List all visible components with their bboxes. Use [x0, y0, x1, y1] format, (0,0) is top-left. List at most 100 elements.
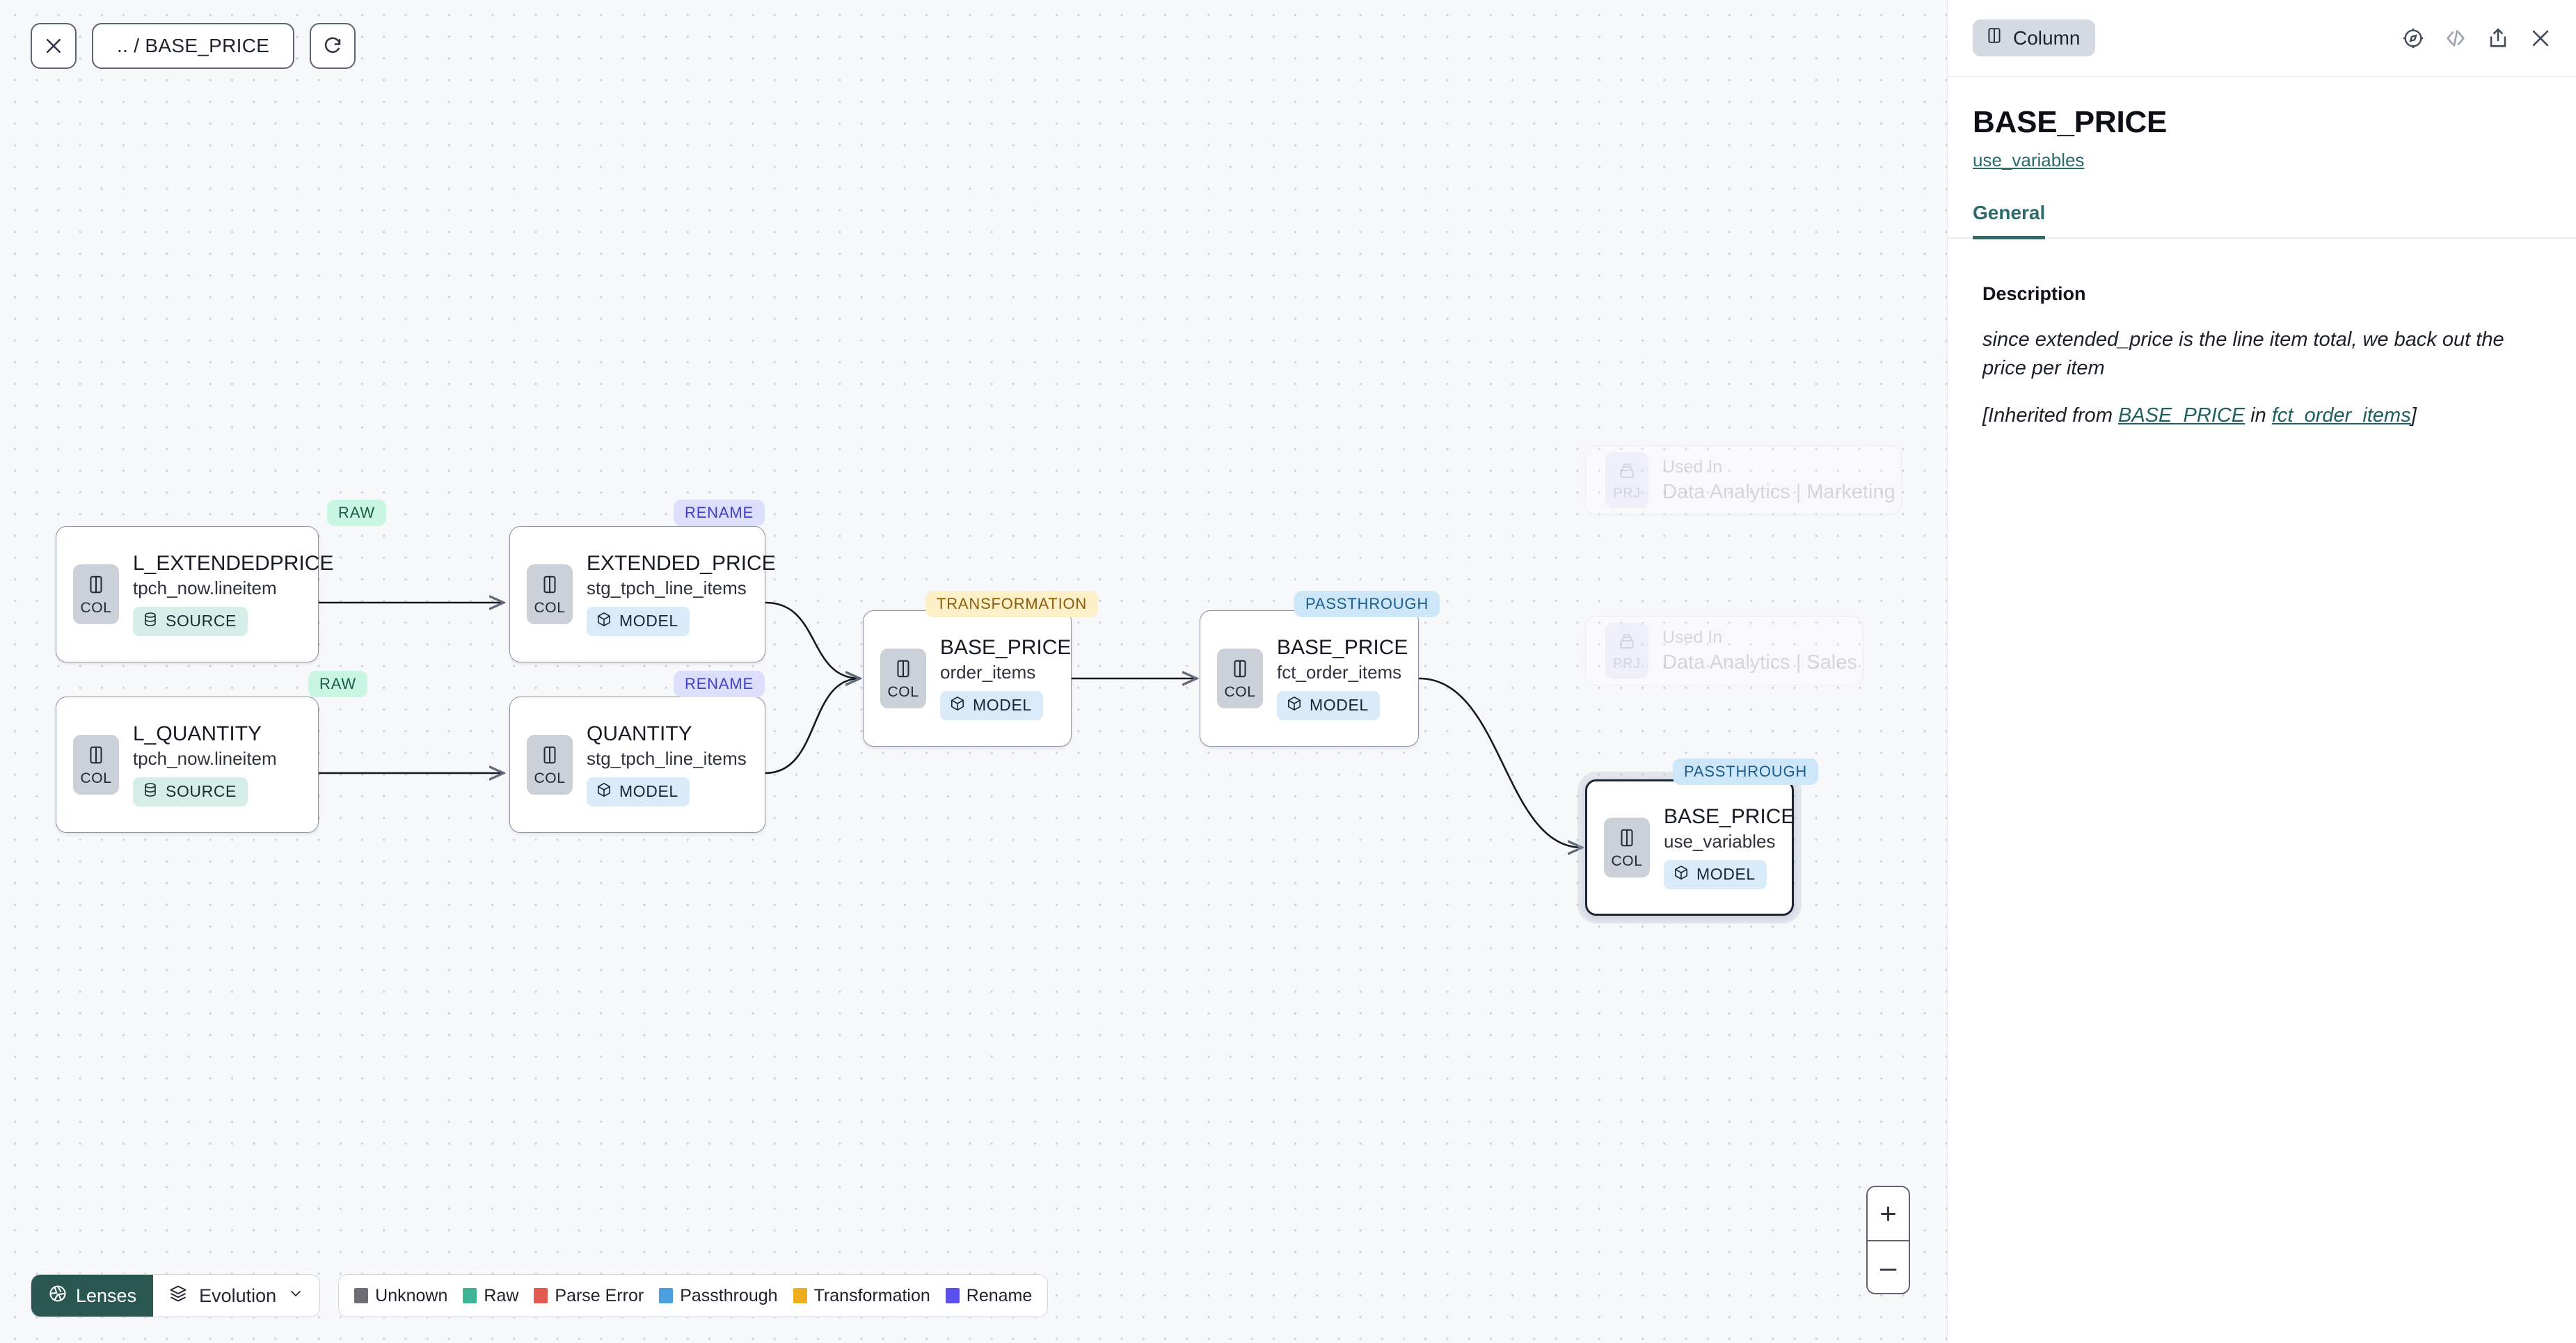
- legend-item[interactable]: Unknown: [354, 1286, 447, 1306]
- database-icon: [142, 611, 159, 632]
- lineage-legend: Unknown Raw Parse Error Passthrough Transfor…: [338, 1274, 1049, 1317]
- cube-icon: [1673, 864, 1689, 885]
- used-in-label: Used In: [1662, 456, 1723, 477]
- zoom-controls: + –: [1866, 1186, 1910, 1294]
- zoom-out-button[interactable]: –: [1868, 1240, 1909, 1293]
- legend-swatch: [659, 1288, 674, 1303]
- entity-kind-chip: Column: [1973, 19, 2096, 56]
- column-chip-label: COL: [534, 770, 566, 786]
- used-in-name: Data Analytics | Sales: [1662, 651, 1857, 674]
- project-icon: [1616, 630, 1637, 655]
- used-in-node[interactable]: PRJ Used In Data Analytics | Marketing: [1585, 445, 1902, 515]
- legend-swatch: [354, 1288, 369, 1303]
- column-chip-label: COL: [1224, 684, 1256, 700]
- panel-actions: [2401, 26, 2552, 50]
- details-panel: Column: [1947, 0, 2576, 1343]
- node-subtitle: tpch_now.lineitem: [133, 747, 277, 769]
- refresh-icon: [322, 35, 343, 56]
- legend-swatch: [945, 1288, 960, 1303]
- column-chip: COL: [73, 564, 119, 624]
- project-chip: PRJ: [1605, 623, 1648, 678]
- node-type-tag: RENAME: [674, 500, 765, 526]
- materialization-label: MODEL: [1696, 865, 1756, 884]
- legend-swatch: [534, 1288, 548, 1303]
- share-icon[interactable]: [2486, 26, 2510, 50]
- inherited-column-link[interactable]: BASE_PRICE: [2118, 404, 2245, 427]
- column-chip-label: COL: [534, 600, 566, 616]
- zoom-in-button[interactable]: +: [1868, 1187, 1909, 1240]
- column-icon: [893, 658, 914, 683]
- lenses-button[interactable]: Lenses: [31, 1275, 154, 1317]
- legend-item[interactable]: Rename: [945, 1286, 1032, 1306]
- entity-kind-label: Column: [2013, 26, 2081, 49]
- legend-label: Transformation: [813, 1285, 930, 1305]
- project-chip-label: PRJ: [1613, 656, 1641, 672]
- legend-item[interactable]: Parse Error: [534, 1286, 644, 1306]
- column-icon: [86, 744, 106, 770]
- column-icon: [86, 573, 106, 599]
- inherited-prefix: [Inherited from: [1982, 404, 2119, 427]
- legend-label: Unknown: [375, 1285, 448, 1305]
- used-in-node[interactable]: PRJ Used In Data Analytics | Sales: [1585, 616, 1863, 685]
- project-chip-label: PRJ: [1613, 486, 1641, 501]
- node-title: BASE_PRICE: [940, 636, 1072, 660]
- used-in-label: Used In: [1662, 627, 1723, 647]
- breadcrumb[interactable]: .. / BASE_PRICE: [92, 23, 295, 69]
- column-icon: [1230, 658, 1250, 683]
- panel-tabs: General: [1948, 202, 2576, 240]
- cube-icon: [1286, 695, 1303, 716]
- node-type-tag: RAW: [327, 500, 386, 526]
- legend-item[interactable]: Raw: [463, 1286, 518, 1306]
- column-icon: [1616, 827, 1637, 852]
- refresh-button[interactable]: [310, 23, 356, 69]
- node-title: L_EXTENDEDPRICE: [133, 552, 334, 575]
- column-chip-label: COL: [1611, 853, 1643, 869]
- column-chip-label: COL: [80, 770, 112, 786]
- legend-item[interactable]: Passthrough: [659, 1285, 778, 1306]
- materialization-label: SOURCE: [166, 612, 237, 630]
- node-type-tag: RAW: [308, 671, 367, 697]
- node-subtitle: stg_tpch_line_items: [587, 577, 747, 598]
- materialization-badge: MODEL: [587, 777, 690, 806]
- node-type-tag: RENAME: [674, 671, 765, 697]
- project-chip: PRJ: [1605, 452, 1648, 508]
- column-icon: [539, 744, 560, 770]
- legend-swatch: [463, 1288, 477, 1303]
- materialization-badge: MODEL: [1664, 859, 1767, 889]
- compass-icon[interactable]: [2401, 26, 2425, 50]
- close-button[interactable]: [31, 23, 77, 69]
- lineage-canvas[interactable]: .. / BASE_PRICE PRJ Used In Data Analytics…: [0, 0, 1947, 1343]
- legend-label: Passthrough: [680, 1285, 778, 1305]
- layers-icon: [168, 1284, 188, 1308]
- node-type-tag: PASSTHROUGH: [1673, 758, 1819, 785]
- tab-general[interactable]: General: [1973, 202, 2046, 240]
- evolution-dropdown[interactable]: Evolution: [153, 1275, 319, 1317]
- code-icon[interactable]: [2444, 26, 2467, 50]
- panel-title-block: BASE_PRICE use_variables: [1948, 77, 2576, 171]
- database-icon: [142, 781, 159, 802]
- lenses-group: Lenses Evolution: [31, 1274, 321, 1317]
- used-in-name: Data Analytics | Marketing: [1662, 480, 1895, 503]
- legend-item[interactable]: Transformation: [793, 1286, 930, 1306]
- project-icon: [1616, 460, 1637, 484]
- node-type-tag: TRANSFORMATION: [925, 591, 1099, 617]
- materialization-badge: SOURCE: [133, 777, 248, 806]
- column-chip-label: COL: [887, 684, 919, 700]
- close-icon[interactable]: [2529, 26, 2552, 50]
- column-chip: COL: [1217, 649, 1263, 708]
- node-title: EXTENDED_PRICE: [587, 552, 776, 575]
- column-icon: [539, 573, 560, 599]
- node-subtitle: stg_tpch_line_items: [587, 747, 747, 769]
- materialization-label: SOURCE: [166, 782, 237, 801]
- column-chip: COL: [880, 649, 926, 708]
- canvas-bottom-toolbar: Lenses Evolution Unknown Raw Parse Error Pa…: [31, 1274, 1049, 1317]
- parent-model-link[interactable]: use_variables: [1973, 150, 2085, 171]
- inherited-model-link[interactable]: fct_order_items: [2271, 404, 2411, 427]
